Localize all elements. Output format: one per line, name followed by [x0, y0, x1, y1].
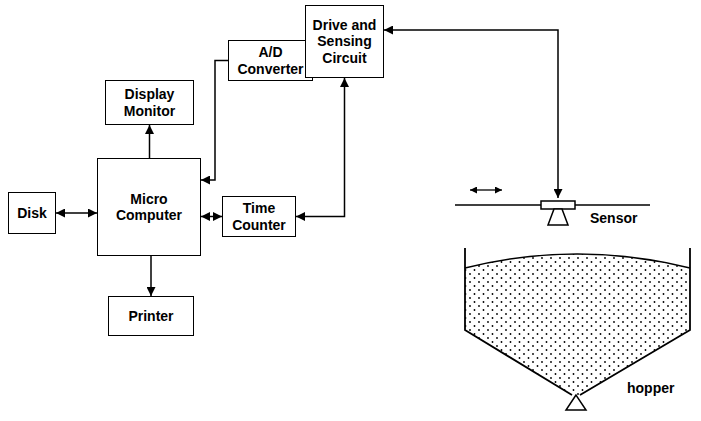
circuit-box: Drive and Sensing Circuit	[305, 5, 384, 78]
node-label: Sensor	[588, 210, 639, 226]
signal-connector	[201, 61, 228, 181]
node-label: Micro Computer	[98, 191, 200, 223]
disk-box: Disk	[8, 192, 56, 234]
node-label: Disk	[11, 205, 53, 221]
node-label: Display Monitor	[106, 86, 193, 118]
sensor-symbol	[540, 198, 576, 228]
sensor-probe	[548, 209, 568, 225]
signal-connector	[56, 212, 97, 214]
hopper-support	[566, 395, 586, 410]
node-label: Time Counter	[223, 200, 295, 232]
granular-fill	[465, 254, 690, 395]
computer-box: Micro Computer	[97, 158, 201, 256]
motion-arrow	[470, 189, 502, 190]
converter-box: A/D Converter	[228, 40, 313, 81]
hopper-outline	[465, 248, 690, 395]
grain-surface	[465, 254, 690, 268]
signal-connector	[296, 78, 345, 217]
node-label: Drive and Sensing Circuit	[306, 17, 383, 65]
node-label: Printer	[122, 308, 179, 324]
node-label: A/D Converter	[229, 44, 312, 76]
printer-box: Printer	[108, 296, 194, 336]
signal-connector	[150, 256, 152, 296]
hopper-label: hopper	[625, 380, 676, 396]
monitor-box: Display Monitor	[105, 80, 194, 125]
signal-connector	[201, 216, 222, 218]
signal-connector	[149, 125, 151, 158]
counter-box: Time Counter	[222, 196, 296, 237]
sensor-carriage	[541, 201, 575, 209]
sensor-head: Sensor	[540, 198, 576, 228]
signal-connector	[384, 30, 558, 198]
